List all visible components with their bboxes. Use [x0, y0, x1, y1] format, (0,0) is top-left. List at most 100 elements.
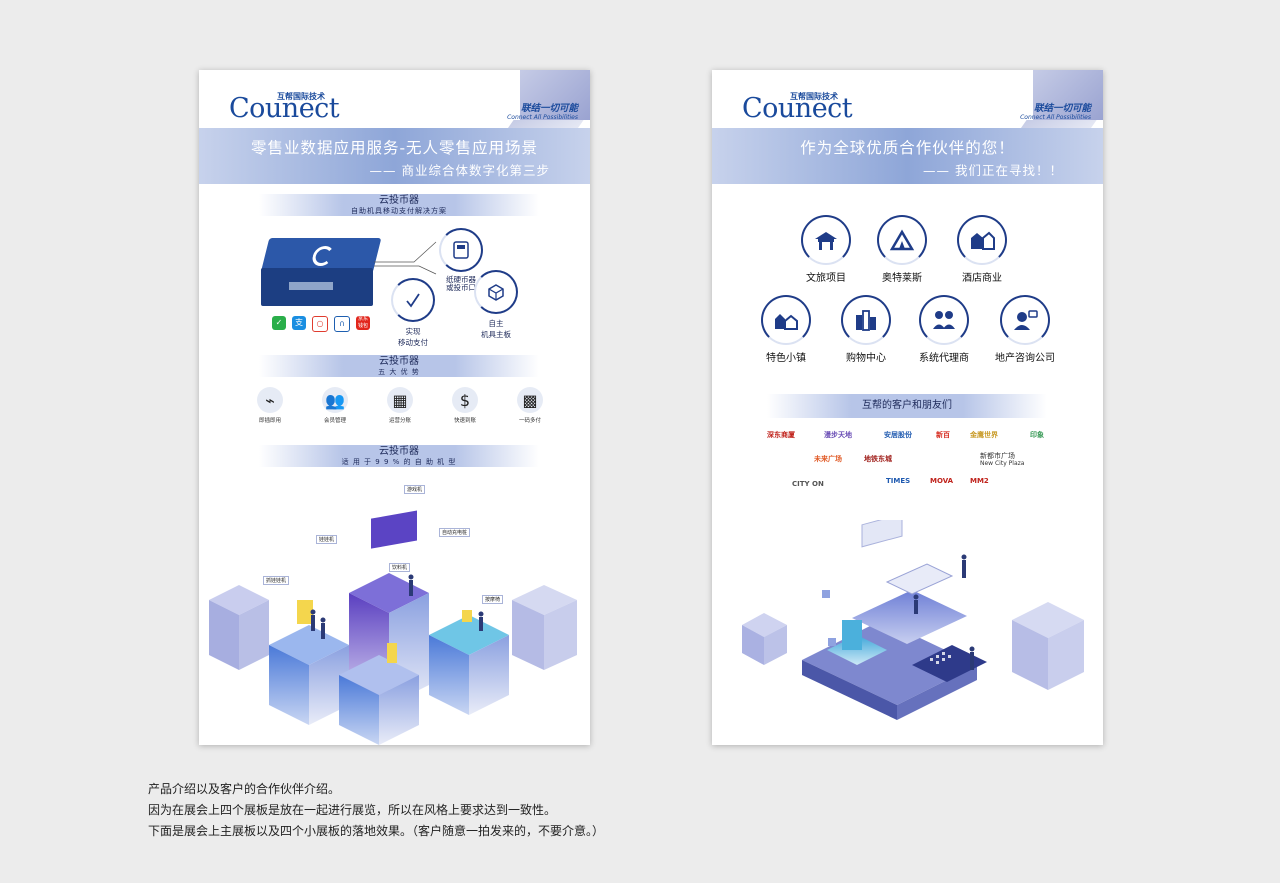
coin-device-image: [260, 238, 382, 310]
tagline: 联结一切可能 Connect All Possibilities: [1020, 100, 1091, 121]
poster-subtitle: —— 商业综合体数字化第三步: [369, 163, 550, 178]
usb-icon: ⌁: [257, 387, 283, 413]
people-network-icon: [933, 311, 955, 329]
qq-pay-icon: ∩: [334, 316, 350, 332]
caption-line: 下面是展会上主展板以及四个小展板的落地效果。（客户随意一拍发来的，不要介意。）: [148, 824, 605, 838]
feature-coin-slot: 纸硬币器 或投币口: [439, 228, 483, 292]
corner-decoration: [1033, 70, 1103, 120]
section-title: 互帮的客户和朋友们: [862, 400, 952, 411]
payment-icons: ✓ 支 ○ ∩ 京东钱包: [272, 316, 370, 332]
advantage-item: $ 快速到账: [440, 387, 490, 424]
poster-title: 零售业数据应用服务-无人零售应用场景: [250, 139, 539, 157]
partner-logo: MM2: [970, 477, 989, 485]
partner-logo: 未来广场: [814, 455, 842, 463]
logo-chinese-text: 互帮国际技术: [277, 92, 325, 101]
category-label: 酒店商业: [962, 273, 1002, 284]
device-logo-icon: [310, 246, 336, 266]
tagline-en: Connect All Possibilities: [1020, 114, 1091, 121]
tagline-en: Connect All Possibilities: [507, 114, 578, 121]
checkmark-icon: [406, 293, 420, 308]
category-label: 系统代理商: [919, 353, 969, 364]
poster-title: 作为全球优质合作伙伴的您！: [800, 139, 1015, 157]
section-header-partners: 互帮的客户和朋友们: [767, 394, 1047, 418]
coin-icon: $: [452, 387, 478, 413]
cube-icon: [488, 284, 504, 301]
section-subtitle: 适 用 于 9 9 % 的 自 助 机 型: [341, 458, 457, 466]
section-header-product: 云投币器 自助机具移动支付解决方案: [259, 194, 539, 216]
qr-code-icon: ▩: [517, 387, 543, 413]
partner-logo: CITY ON: [792, 480, 824, 488]
org-chart-icon: ▦: [387, 387, 413, 413]
isometric-platform-illustration: [742, 520, 1084, 720]
partner-logo: 漫步天地: [824, 431, 852, 439]
title-banner: 零售业数据应用服务-无人零售应用场景 —— 商业综合体数字化第三步: [199, 128, 590, 184]
logo-chinese-text: 互帮国际技术: [790, 92, 838, 101]
category-consulting: 地产咨询公司: [989, 295, 1061, 364]
isometric-machines-illustration: [209, 510, 577, 745]
partner-logo: 新百: [936, 431, 950, 439]
machine-label: 娃娃机: [316, 535, 338, 544]
machine-label: 自动充电桩: [439, 528, 471, 537]
corner-decoration: [520, 70, 590, 120]
union-pay-icon: ○: [312, 316, 328, 332]
section-subtitle: 自助机具移动支付解决方案: [351, 207, 447, 215]
partner-logo: 金鹰世界: [970, 431, 998, 439]
advantage-item: 👥 会员管理: [310, 387, 360, 424]
logo-english-text: Counect: [742, 93, 853, 124]
feature-label: 实现 移动支付: [398, 327, 428, 347]
title-banner: 作为全球优质合作伙伴的您！ —— 我们正在寻找！！: [712, 128, 1103, 184]
tagline-cn: 联结一切可能: [520, 103, 578, 114]
members-icon: 👥: [322, 387, 348, 413]
section-title: 云投币器: [379, 446, 419, 457]
consultant-icon: [1014, 310, 1038, 330]
feature-label: 纸硬币器 或投币口: [446, 275, 476, 292]
partner-logo: TIMES: [886, 477, 911, 485]
advantage-item: ⌁ 即插即用: [245, 387, 295, 424]
category-label: 奥特莱斯: [882, 273, 922, 284]
connector-lines: [374, 241, 437, 275]
machine-label: 按摩椅: [482, 595, 504, 604]
partner-logo: 安居股份: [884, 431, 912, 439]
caption-line: 因为在展会上四个展板是放在一起进行展览，所以在风格上要求达到一致性。: [148, 803, 557, 817]
category-town: 特色小镇: [750, 295, 822, 364]
tagline: 联结一切可能 Connect All Possibilities: [507, 100, 578, 121]
section-title: 云投币器: [379, 356, 419, 367]
advantage-label: 快速到账: [453, 418, 476, 424]
category-label: 特色小镇: [766, 353, 806, 364]
partner-logo: 新都市广场: [980, 452, 1015, 460]
machine-label: 游戏机: [404, 485, 426, 494]
feature-mainboard: 自主 机具主板: [474, 270, 518, 340]
left-poster: 互帮国际技术 Counect 联结一切可能 Connect All Possib…: [199, 70, 590, 745]
advantage-label: 运营分账: [388, 418, 411, 424]
pavilion-icon: [815, 232, 837, 250]
mall-building-icon: [856, 310, 876, 331]
feature-label: 自主 机具主板: [481, 319, 511, 339]
category-label: 购物中心: [846, 353, 886, 364]
machine-label: 抓娃娃机: [263, 576, 290, 585]
category-outlets: 奥特莱斯: [866, 215, 938, 284]
category-agent: 系统代理商: [908, 295, 980, 364]
coin-acceptor-icon: [453, 241, 469, 259]
advantage-item: ▦ 运营分账: [375, 387, 425, 424]
logo-english-text: Counect: [229, 93, 340, 124]
advantage-item: ▩ 一码多付: [505, 387, 555, 424]
brand-logo: 互帮国际技术 Counect: [742, 92, 853, 124]
section-title: 云投币器: [379, 195, 419, 206]
advantage-label: 一码多付: [518, 418, 541, 424]
partner-logo: MOVA: [930, 477, 954, 485]
partner-logo: New City Plaza: [980, 460, 1025, 467]
right-poster: 互帮国际技术 Counect 联结一切可能 Connect All Possib…: [712, 70, 1103, 745]
machine-label: 饮料机: [389, 563, 411, 572]
caption-block: 产品介绍以及客户的合作伙伴介绍。 因为在展会上四个展板是放在一起进行展览，所以在…: [148, 779, 604, 842]
tagline-cn: 联结一切可能: [1033, 103, 1091, 114]
category-label: 文旅项目: [806, 273, 846, 284]
section-subtitle: 五 大 优 势: [378, 368, 420, 376]
section-header-machines: 云投币器 适 用 于 9 9 % 的 自 助 机 型: [259, 445, 539, 467]
category-mall: 购物中心: [830, 295, 902, 364]
advantage-label: 即插即用: [258, 418, 281, 424]
tent-icon: [889, 229, 915, 251]
brand-logo: 互帮国际技术 Counect: [229, 92, 340, 124]
feature-mobile-pay: 实现 移动支付: [391, 278, 435, 348]
hotel-buildings-icon: [971, 231, 995, 250]
caption-line: 产品介绍以及客户的合作伙伴介绍。: [148, 782, 341, 796]
